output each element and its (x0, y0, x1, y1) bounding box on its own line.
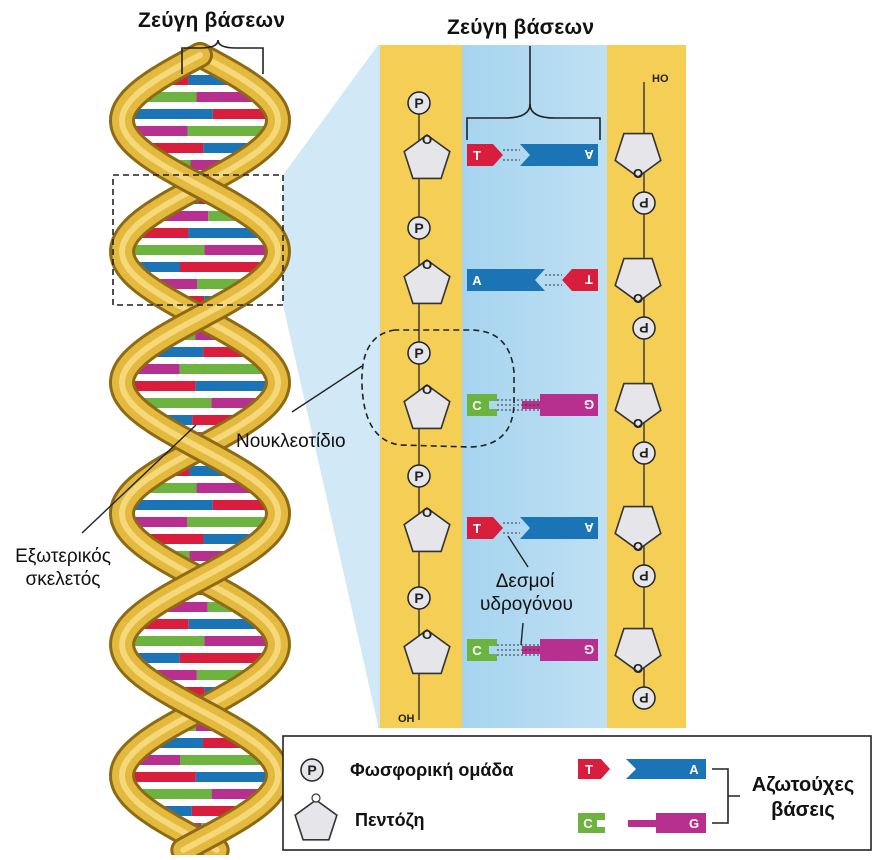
right-sugar-o-4: O (633, 661, 643, 676)
right-phosphate-3-symbol: P (639, 568, 648, 584)
right-sugar-o-2: O (633, 416, 643, 431)
helix-rung-right-16 (196, 381, 272, 391)
helix-rung-left-22 (130, 500, 213, 510)
helix-rung-right-29 (204, 636, 271, 646)
legend-base-a-letter: A (689, 762, 699, 777)
ho-label: HO (652, 73, 669, 85)
base-left-letter-2: C (472, 398, 482, 413)
legend-base-t-letter: T (585, 762, 593, 777)
legend-phosphate-symbol: P (307, 762, 316, 778)
legend-phosphate-label: Φωσφορική ομάδα (350, 760, 513, 781)
helix-rung-left-16 (128, 381, 195, 391)
left-sugar-o-0: O (422, 132, 432, 147)
hydrogen-bonds-line1: Δεσμοί (480, 570, 570, 593)
base-left-letter-0: T (473, 148, 481, 163)
right-sugar-o-1: O (633, 291, 643, 306)
right-phosphate-4-symbol: P (639, 690, 648, 706)
legend-base-g-letter: G (689, 816, 699, 831)
backbone-label: Εξωτερικός σκελετός (8, 545, 118, 591)
left-sugar-o-2: O (422, 382, 432, 397)
base-right-letter-1: T (585, 272, 593, 287)
helix-rung-right-23 (187, 517, 270, 527)
base-pairs-label-left: Ζεύγη βάσεων (138, 9, 285, 33)
base-right-letter-3: A (584, 520, 594, 535)
legend-bases-line1: Αζωτούχες (748, 773, 858, 798)
right-phosphate-2-symbol: P (639, 445, 648, 461)
right-phosphate-0-symbol: P (639, 195, 648, 211)
base-left-letter-4: C (472, 643, 482, 658)
base-left-letter-1: A (472, 273, 482, 288)
oh-label: OH (398, 713, 415, 725)
left-phosphate-4-symbol: P (414, 590, 423, 606)
left-phosphate-2-symbol: P (414, 345, 423, 361)
backbone-label-line1: Εξωτερικός (8, 545, 118, 568)
base-right-letter-4: G (584, 642, 594, 657)
backbone-label-line2: σκελετός (8, 568, 118, 591)
legend-bases-line2: βάσεις (748, 798, 858, 823)
helix-rung-left-2 (129, 109, 213, 119)
nucleotide-label: Νουκλεοτίδιο (236, 430, 346, 453)
helix-rung-right-9 (204, 245, 272, 255)
hydrogen-bonds-line2: υδρογόνου (480, 593, 570, 616)
helix-rung-left-36 (128, 772, 196, 782)
base-left-letter-3: T (473, 521, 481, 536)
left-phosphate-0-symbol: P (414, 95, 423, 111)
base-pairs-label-right: Ζεύγη βάσεων (447, 16, 594, 40)
helix-rung-right-36 (196, 772, 272, 782)
left-sugar-o-3: O (422, 505, 432, 520)
left-phosphate-3-symbol: P (414, 468, 423, 484)
backbone-leader (82, 425, 196, 533)
hydrogen-bonds-label: Δεσμοί υδρογόνου (480, 570, 570, 616)
helix-rung-left-29 (128, 636, 204, 646)
legend-pentose-label: Πεντόζη (355, 810, 424, 831)
legend-base-c-letter: C (583, 816, 593, 831)
left-sugar-o-4: O (422, 627, 432, 642)
legend-pentose-o-icon (312, 794, 320, 802)
left-sugar-o-1: O (422, 257, 432, 272)
base-right-letter-2: G (584, 397, 594, 412)
right-sugar-o-3: O (633, 539, 643, 554)
zoom-wedge (283, 45, 378, 725)
left-phosphate-1-symbol: P (414, 220, 423, 236)
helix-rung-left-9 (128, 245, 204, 255)
base-right-letter-0: A (584, 147, 594, 162)
right-sugar-o-0: O (633, 166, 643, 181)
legend-bases-label: Αζωτούχες βάσεις (748, 773, 858, 823)
right-phosphate-1-symbol: P (639, 320, 648, 336)
